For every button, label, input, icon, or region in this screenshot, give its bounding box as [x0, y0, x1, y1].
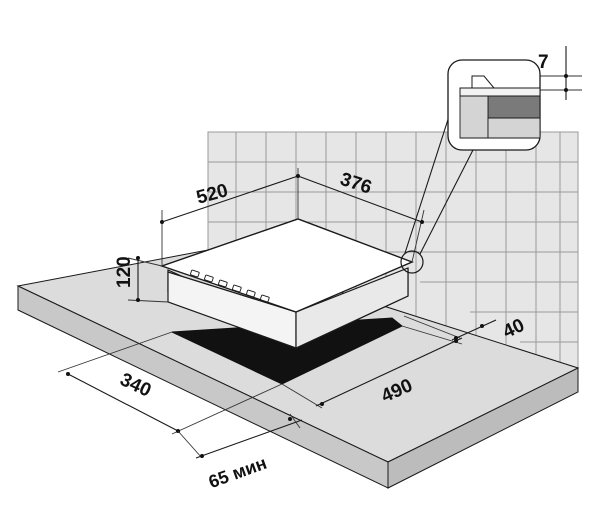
knob-icon	[204, 274, 214, 283]
knob-icon	[232, 284, 242, 293]
detail-offset-label: 7	[538, 52, 549, 73]
knob-icon	[260, 294, 270, 303]
countertop-side-edge	[387, 367, 579, 489]
knob-icon	[218, 279, 228, 288]
front-clearance-label: 65 мин	[206, 453, 269, 492]
knob-icon	[246, 289, 256, 298]
dimension-lines	[57, 46, 582, 459]
hob-unit	[159, 218, 414, 349]
detail-cross-section	[459, 75, 541, 139]
control-knobs	[190, 269, 270, 303]
magnifier-circle-icon	[400, 250, 424, 274]
detail-magnifier	[400, 59, 541, 274]
hob-body-side-face	[295, 267, 409, 349]
hob-height-label: 120	[114, 256, 135, 288]
knob-icon	[190, 269, 200, 278]
cutout-width-label: 340	[117, 369, 155, 401]
